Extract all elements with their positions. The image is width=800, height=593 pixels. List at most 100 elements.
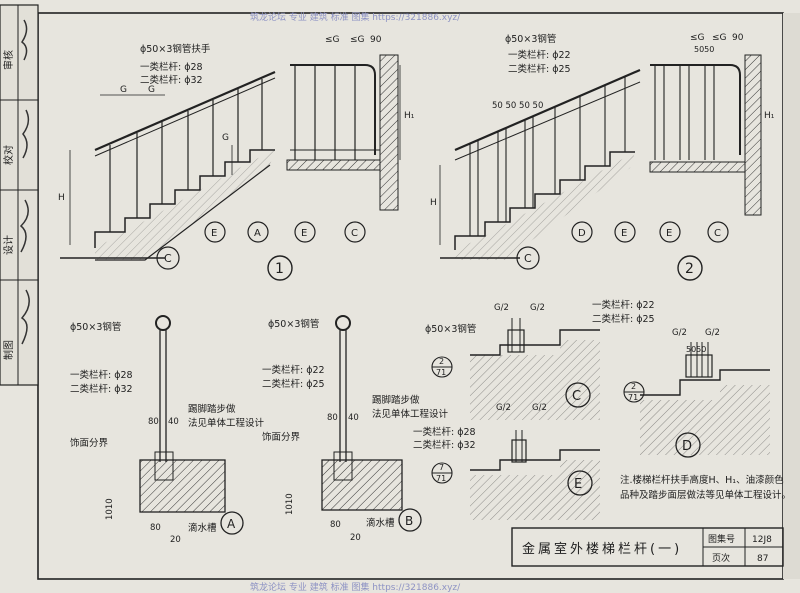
d2s-dim-lg1: ≤G: [690, 33, 705, 43]
d2-number: 2: [685, 261, 694, 277]
sa-dim-80: 80: [148, 417, 159, 427]
sb-dim-40: 40: [348, 413, 359, 423]
sidebar-row3: 设计: [2, 235, 15, 255]
dc-pipe-label: ϕ50×3钢管: [425, 323, 476, 335]
d2-handrail-label: ϕ50×3钢管: [505, 33, 556, 45]
sb-class1-label: 一类栏杆: ϕ22: [262, 364, 325, 376]
d2-callout-e: E: [621, 228, 627, 239]
sb-dim-1010: 1010: [285, 493, 295, 515]
d1-dim-g2: G: [148, 85, 155, 95]
sb-dim-80: 80: [327, 413, 338, 423]
dc-ref-bot: 71: [436, 368, 446, 377]
sb-pipe-label: ϕ50×3钢管: [268, 318, 319, 330]
d1-callout-c: C: [164, 252, 172, 265]
sb-label: B: [405, 514, 413, 528]
d2s-dim-90: 90: [732, 33, 744, 43]
sb-dim-80b: 80: [330, 520, 341, 530]
page-value: 87: [757, 554, 768, 564]
d1s-dim-lg2: ≤G: [350, 35, 365, 45]
section-a: ϕ50×3钢管 一类栏杆: ϕ28 二类栏杆: ϕ32 踢脚踏步做 法见单体工程…: [70, 315, 265, 545]
d1-dim-h: H: [58, 193, 65, 203]
watermark-top: 筑龙论坛 专业 建筑 标准 图集 https://321886.xyz/: [250, 11, 461, 23]
atlas-label: 图集号: [708, 533, 735, 545]
d2s-dim-5050: 5050: [694, 45, 714, 54]
d2-dim-h: H: [430, 198, 437, 208]
detail-2-side: ≤G ≤G 90 5050 H₁ E C: [649, 33, 775, 243]
sa-dim-40: 40: [168, 417, 179, 427]
de-label: E: [574, 477, 582, 492]
dd-ref-bot: 71: [628, 393, 638, 402]
sa-label: A: [227, 517, 236, 531]
sa-dim-1010: 1010: [105, 498, 115, 520]
dd-g-half-1: G/2: [672, 328, 687, 338]
sa-finish-label: 饰面分界: [70, 437, 109, 449]
dd-class2-label: 二类栏杆: ϕ25: [592, 313, 655, 325]
dd-dim-5050: 5050: [686, 345, 706, 354]
d1s-callout-e: E: [301, 228, 307, 239]
sidebar-row1: 审核: [2, 50, 15, 70]
d1-callout-a: A: [254, 228, 261, 239]
detail-d: 一类栏杆: ϕ22 二类栏杆: ϕ25 G/2 G/2 5050 2 71 D: [592, 299, 770, 458]
dc-g-half-2: G/2: [530, 303, 545, 313]
dc-ref-top: 2: [439, 357, 444, 366]
detail-1-elevation: G G H G ϕ50×3钢管扶手 一类栏杆: ϕ28 二类栏杆: ϕ32 C …: [58, 43, 293, 281]
d1s-dim-90: 90: [370, 35, 382, 45]
de-class1-label: 一类栏杆: ϕ28: [413, 426, 476, 438]
d1-number: 1: [275, 261, 284, 277]
section-b: ϕ50×3钢管 一类栏杆: ϕ22 二类栏杆: ϕ25 踢脚踏步做 法见单体工程…: [262, 315, 449, 543]
d2s-dim-lg2: ≤G: [712, 33, 727, 43]
d1s-dim-lg1: ≤G: [325, 35, 340, 45]
sidebar-row4: 制图: [2, 340, 15, 360]
title-block: 金属室外楼梯栏杆(一) 图集号 12J8 页次 87: [511, 527, 784, 567]
dd-label: D: [682, 439, 692, 454]
d1-handrail-label: ϕ50×3钢管扶手: [140, 43, 211, 55]
sb-class2-label: 二类栏杆: ϕ25: [262, 378, 325, 390]
sb-nosing2-label: 法见单体工程设计: [372, 408, 449, 420]
d2-dim-50: 50 50 50 50: [492, 101, 543, 111]
dc-g-half-1: G/2: [494, 303, 509, 313]
sidebar-row2: 校对: [2, 145, 15, 165]
atlas-value: 12J8: [752, 535, 772, 545]
de-class2-label: 二类栏杆: ϕ32: [413, 439, 476, 451]
detail-1-side: ≤G ≤G 90 H₁ E C: [286, 35, 415, 243]
detail-2-elevation: 50 50 50 50 H ϕ50×3钢管 一类栏杆: ϕ22 二类栏杆: ϕ2…: [430, 33, 703, 281]
d1-class2-label: 二类栏杆: ϕ32: [140, 74, 203, 86]
sa-nosing-label: 踢脚踏步做: [188, 403, 236, 415]
signature-column: 审核 校对 设计 制图: [0, 4, 39, 386]
d1s-callout-c: C: [351, 228, 358, 239]
dd-ref-top: 2: [631, 382, 636, 391]
page-label: 页次: [712, 552, 730, 564]
sa-dim-20: 20: [170, 535, 181, 545]
sb-finish-label: 饰面分界: [262, 431, 301, 443]
de-g-half-2: G/2: [532, 403, 547, 413]
sa-drip-label: 滴水槽: [188, 522, 217, 534]
detail-e: 一类栏杆: ϕ28 二类栏杆: ϕ32 G/2 G/2 7 71 E: [413, 403, 600, 520]
dd-class1-label: 一类栏杆: ϕ22: [592, 299, 655, 311]
sa-class2-label: 二类栏杆: ϕ32: [70, 383, 133, 395]
watermark-bottom: 筑龙论坛 专业 建筑 标准 图集 https://321886.xyz/: [250, 581, 461, 593]
de-g-half-1: G/2: [496, 403, 511, 413]
title-text: 金属室外楼梯栏杆(一): [522, 541, 682, 557]
dc-label: C: [572, 389, 581, 404]
d2-class1-label: 一类栏杆: ϕ22: [508, 49, 571, 61]
d1-dim-g1: G: [120, 85, 127, 95]
sb-drip-label: 滴水槽: [366, 517, 395, 529]
d2-class2-label: 二类栏杆: ϕ25: [508, 63, 571, 75]
sb-dim-20: 20: [350, 533, 361, 543]
sa-nosing2-label: 法见单体工程设计: [188, 417, 265, 429]
d1-dim-g3: G: [222, 133, 229, 143]
d2-callout-d: D: [578, 228, 586, 239]
note-line1: 注.楼梯栏杆扶手高度H、H₁、油漆颜色: [620, 474, 784, 486]
note-line2: 品种及踏步面层做法等见单体工程设计。: [620, 489, 791, 501]
sa-pipe-label: ϕ50×3钢管: [70, 321, 121, 333]
d2s-callout-e: E: [666, 228, 672, 239]
d2-callout-c: C: [524, 252, 532, 265]
sb-nosing-label: 踢脚踏步做: [372, 394, 420, 406]
d1-class1-label: 一类栏杆: ϕ28: [140, 61, 203, 73]
d1-callout-e: E: [211, 228, 217, 239]
de-ref-bot: 71: [436, 474, 446, 483]
d2s-callout-c: C: [714, 228, 721, 239]
sa-class1-label: 一类栏杆: ϕ28: [70, 369, 133, 381]
